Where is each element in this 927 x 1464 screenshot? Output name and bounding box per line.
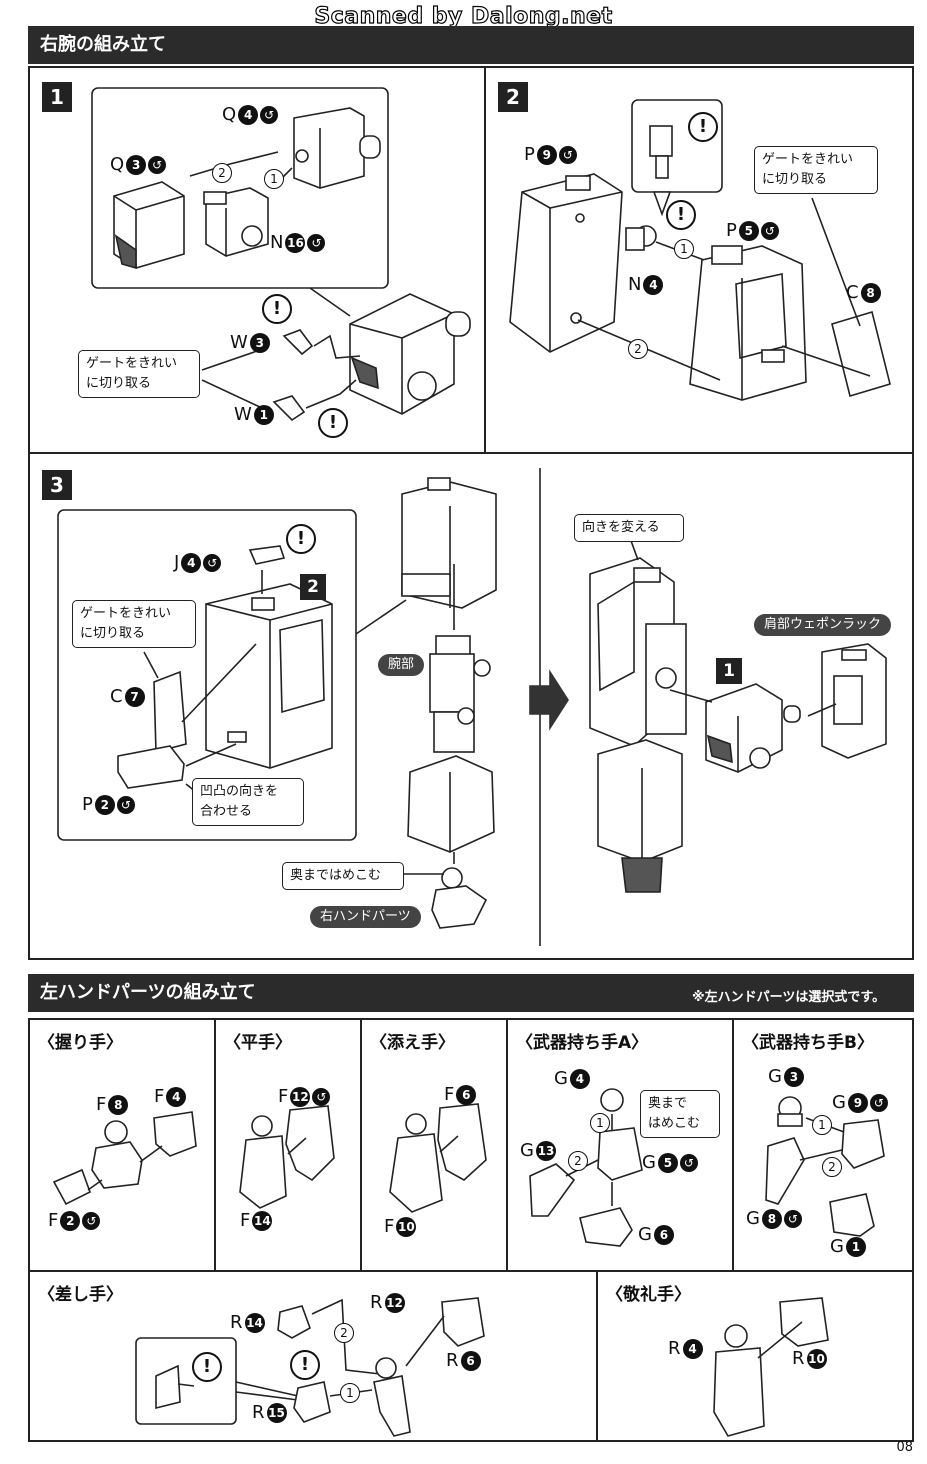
push-note: 奥まではめこむ [282,862,404,890]
right-arm-title: 右腕の組み立て [40,34,166,55]
order-1: 1 [588,1112,610,1134]
section-title-left-hand: 左ハンドパーツの組み立て [28,974,914,1012]
section-title-right-arm: 右腕の組み立て [28,26,914,64]
panel-title: 〈握り手〉 [38,1033,123,1053]
gate-note: ゲートをきれいに切り取る [72,600,196,648]
step3-panel: 3 [28,452,914,960]
warning-icon: ! [286,524,316,554]
weapon-a-hand-illustration [529,1088,643,1247]
warning-icon: ! [262,294,292,324]
order-2: 2 [566,1150,588,1172]
warning-icon: ! [290,1350,320,1380]
order-1: 1 [262,168,284,190]
step-number: 3 [42,470,72,500]
panel-title: 〈平手〉 [224,1033,292,1053]
scan-credit: Scanned by Dalong.net [314,3,613,29]
step-number: 1 [42,82,72,112]
step2-illustration [509,99,891,401]
align-note: 凹凸の向きを合わせる [192,778,304,826]
step1-illustration [91,87,471,422]
hand-label: 右ハンドパーツ [310,906,421,928]
step-number: 2 [498,82,528,112]
gate-note: ゲートをきれいに切り取る [78,350,200,398]
order-1: 1 [338,1382,360,1404]
warning-icon: ! [666,200,696,230]
step3-illustration [57,468,887,946]
step1-panel: 1 [28,66,486,454]
gate-note: ゲートをきれいに切り取る [754,146,878,194]
page-number: 08 [896,1440,913,1455]
panel-title: 〈添え手〉 [370,1033,455,1053]
panel-title: 〈武器持ち手A〉 [516,1033,649,1053]
support-hand-illustration [389,1103,487,1213]
inset-ref: 2 [300,574,326,600]
warning-icon: ! [318,408,348,438]
warning-icon: ! [688,112,718,142]
salute-hand-illustration [713,1297,829,1437]
order-2: 2 [820,1156,842,1178]
turn-note: 向きを変える [574,514,684,542]
left-hand-title: 左ハンドパーツの組み立て [40,982,256,1003]
step-ref: 1 [716,658,742,684]
panel-title: 〈敬礼手〉 [606,1285,691,1305]
order-1: 1 [810,1114,832,1136]
flat-hand-illustration [239,1105,335,1209]
order-2: 2 [210,162,232,184]
order-2: 2 [332,1322,354,1344]
panel-title: 〈武器持ち手B〉 [742,1033,874,1053]
order-1: 1 [672,238,694,260]
weapon-b-hand-illustration [765,1096,885,1237]
order-2: 2 [626,338,648,360]
grip-hand-illustration [52,1111,197,1206]
panel-title: 〈差し手〉 [38,1285,123,1305]
push-note: 奥まではめこむ [640,1090,720,1138]
weapon-rack-label: 肩部ウェポンラック [754,614,892,636]
arm-label: 腕部 [378,654,425,676]
selectable-note: ※左ハンドパーツは選択式です。 [692,990,886,1005]
warning-icon: ! [192,1352,222,1382]
